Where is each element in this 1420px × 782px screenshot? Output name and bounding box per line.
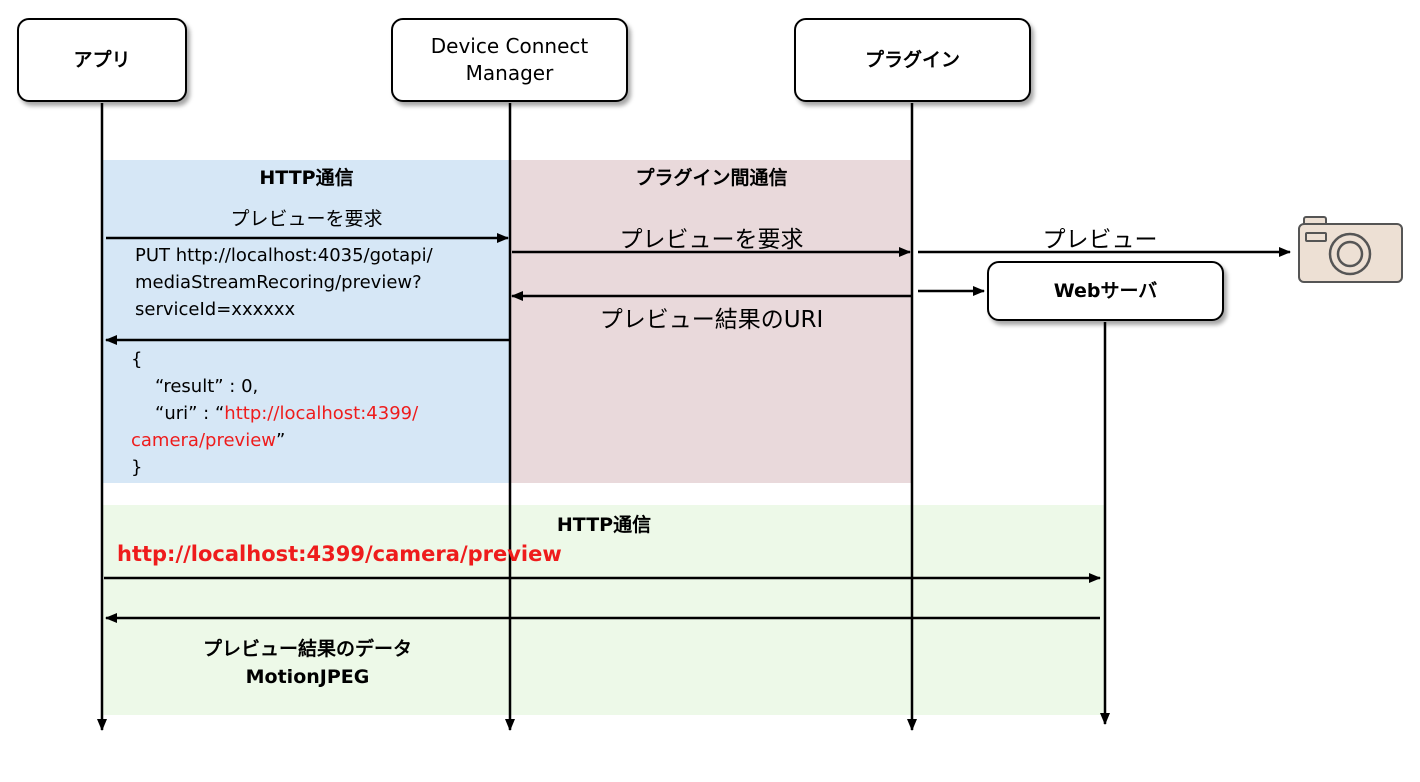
- put-request-text: PUT http://localhost:4035/gotapi/ mediaS…: [135, 242, 433, 323]
- resp-uri-line: “uri” : “http://localhost:4399/: [131, 400, 418, 427]
- put-line-3: serviceId=xxxxxx: [135, 299, 296, 320]
- resp-open-brace: {: [131, 349, 143, 370]
- resp-uri-key: “uri” : “: [155, 403, 225, 424]
- actor-manager-label-1: Device Connect: [430, 34, 589, 58]
- result-data-label-1: プレビュー結果のデータ: [202, 638, 412, 660]
- label-plugin-preview: プレビュー: [1042, 227, 1158, 253]
- put-line-1: PUT http://localhost:4035/gotapi/: [135, 245, 433, 266]
- zone-title-http-top: HTTP通信: [259, 167, 354, 189]
- actor-app-label: アプリ: [73, 48, 131, 71]
- resp-uri-value-1: http://localhost:4399/: [224, 403, 419, 424]
- plugin-comm-zone: [510, 160, 913, 483]
- actor-webserver: Webサーバ: [987, 261, 1224, 321]
- resp-uri-line-2: camera/preview”: [131, 427, 418, 454]
- put-line-2: mediaStreamRecoring/preview?: [135, 272, 422, 293]
- http-zone-top: [103, 160, 510, 483]
- resp-result-line: “result” : 0,: [155, 376, 259, 397]
- resp-uri-value-2: camera/preview: [131, 430, 276, 451]
- preview-url-label: http://localhost:4399/camera/preview: [117, 542, 562, 566]
- actor-manager-label-2: Manager: [465, 61, 554, 85]
- actor-plugin-label: プラグイン: [864, 48, 960, 71]
- actor-manager: Device Connect Manager: [391, 18, 628, 102]
- label-app-request: プレビューを要求: [230, 208, 383, 230]
- http-zone-bottom: [103, 505, 1105, 715]
- resp-uri-close-quote: ”: [275, 430, 286, 451]
- zone-title-http-bottom: HTTP通信: [556, 514, 652, 536]
- actor-app: アプリ: [17, 18, 187, 102]
- actor-plugin: プラグイン: [794, 18, 1031, 102]
- resp-close-brace: }: [131, 457, 143, 478]
- result-data-label-2: MotionJPEG: [245, 666, 370, 688]
- camera-icon: [1298, 216, 1403, 283]
- zone-title-plugin-comm: プラグイン間通信: [635, 167, 788, 189]
- response-json-text: { “result” : 0, “uri” : “http://localhos…: [131, 346, 418, 481]
- actor-webserver-label: Webサーバ: [1053, 279, 1158, 302]
- label-plugin-result: プレビュー結果のURI: [599, 307, 824, 333]
- label-manager-request: プレビューを要求: [619, 227, 804, 253]
